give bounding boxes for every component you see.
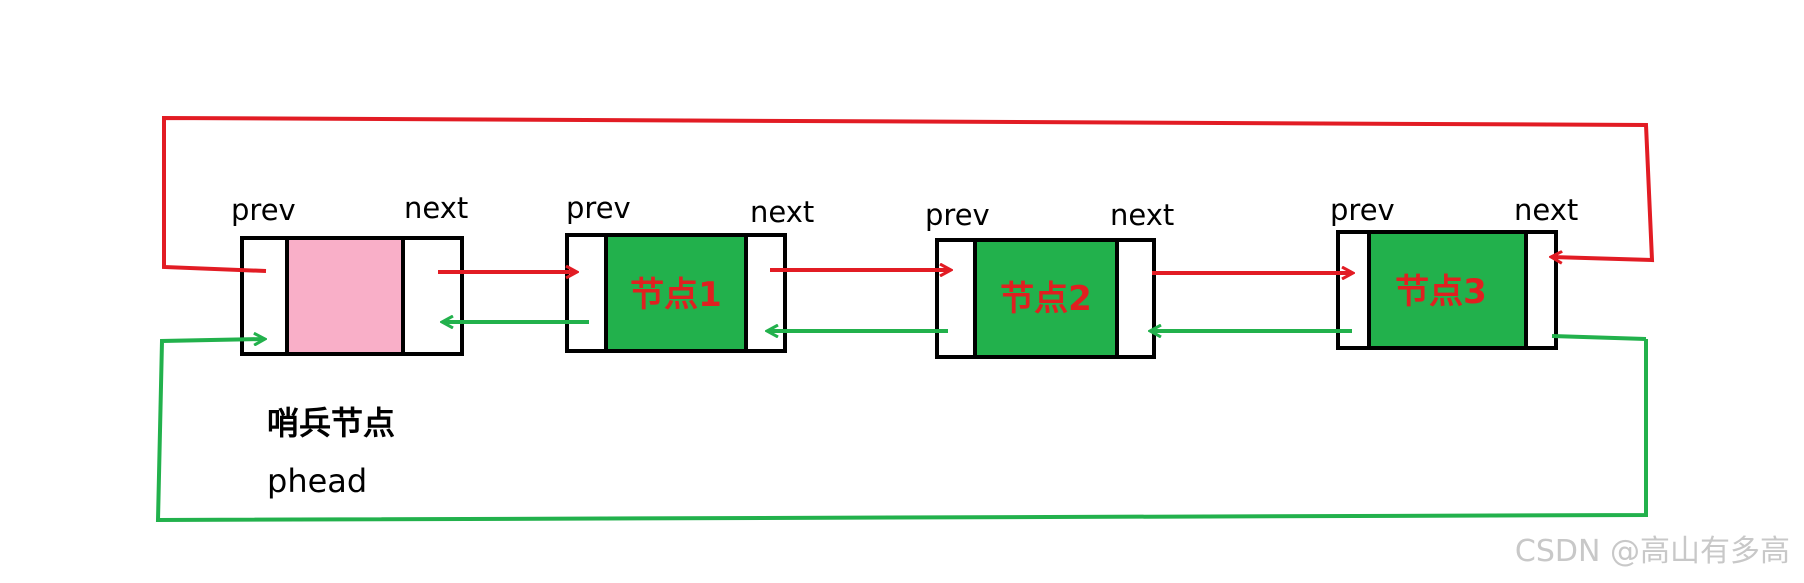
node-2-data-cell (975, 242, 1117, 355)
sentinel-title: 哨兵节点 (267, 404, 395, 442)
loop-arrow-node3-next-to-sentinel (162, 115, 1655, 273)
node-1-label: 节点1 (630, 275, 722, 315)
node-1-prev-label: prev (566, 191, 631, 225)
node-3: 节点3 (1336, 230, 1558, 350)
node-3-next-label: next (1514, 193, 1578, 227)
node-3-label: 节点3 (1395, 272, 1487, 312)
node-2: 节点2 (935, 238, 1156, 359)
loop-arrow-node3-connector (1551, 334, 1647, 341)
sentinel-data-cell (287, 240, 403, 352)
node-1-next-label: next (750, 195, 814, 229)
node-3-data-cell (1369, 234, 1526, 346)
sentinel-prev-label: prev (231, 193, 296, 227)
loop-arrow-sentinel-prev-to-node3 (155, 339, 1648, 523)
node-2-label: 节点2 (1000, 279, 1092, 319)
watermark: CSDN @高山有多高 (1515, 534, 1790, 569)
node-1: 节点1 (565, 233, 787, 353)
node-2-next-label: next (1110, 198, 1174, 232)
sentinel-next-label: next (404, 191, 468, 225)
node-3-prev-label: prev (1330, 193, 1395, 227)
sentinel-name: phead (267, 462, 367, 500)
node-2-prev-label: prev (925, 198, 990, 232)
sentinel-node (240, 236, 464, 356)
node-1-data-cell (606, 237, 746, 349)
